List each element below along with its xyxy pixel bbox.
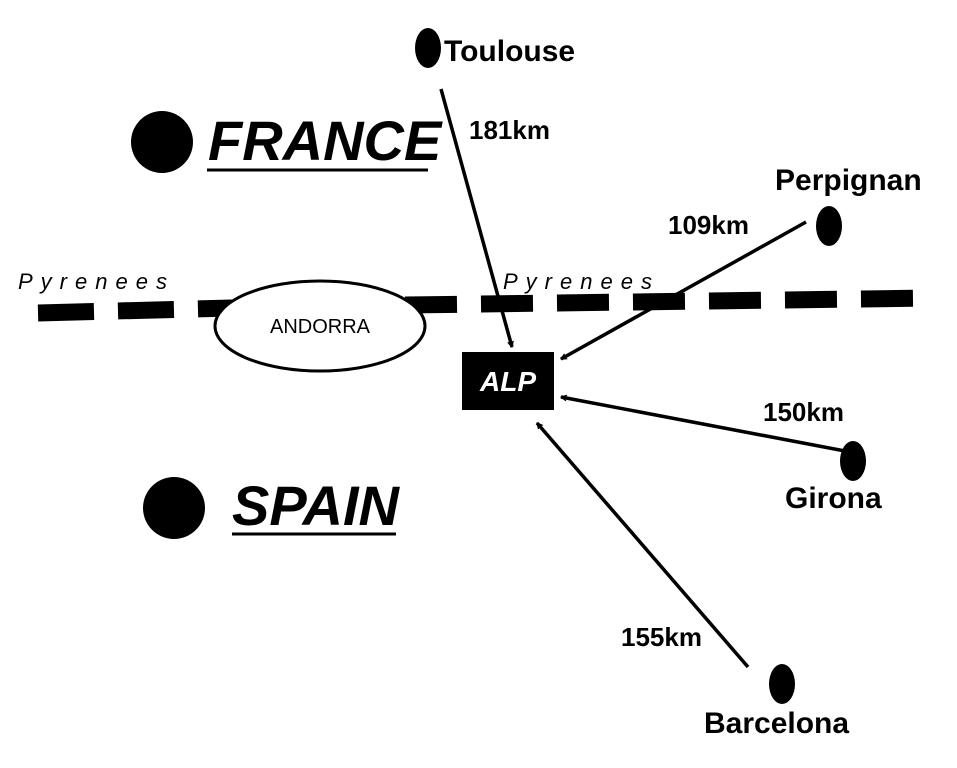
perpignan-dot-icon xyxy=(816,206,842,246)
spain-dot-icon xyxy=(143,477,205,539)
barcelona-label: Barcelona xyxy=(704,707,849,740)
girona-label: Girona xyxy=(785,482,882,515)
perpignan-route-arrow xyxy=(561,220,807,361)
girona-distance: 150km xyxy=(763,397,844,427)
barcelona-route-arrow xyxy=(535,421,750,669)
pyrenees-border xyxy=(37,289,937,322)
france-dot-icon xyxy=(131,111,193,173)
pyrenees-label-right: Pyrenees xyxy=(503,269,660,294)
perpignan-label: Perpignan xyxy=(775,164,922,197)
andorra-region xyxy=(213,279,427,373)
toulouse-distance: 181km xyxy=(469,115,550,145)
spain-label: SPAIN xyxy=(232,474,401,537)
toulouse-label: Toulouse xyxy=(444,35,575,68)
france-label: FRANCE xyxy=(208,109,443,172)
barcelona-distance: 155km xyxy=(621,622,702,652)
girona-dot-icon xyxy=(840,441,866,481)
perpignan-distance: 109km xyxy=(668,210,749,240)
pyrenees-label-left: Pyrenees xyxy=(18,269,175,294)
barcelona-dot-icon xyxy=(769,664,795,704)
girona-route-arrow xyxy=(561,397,846,453)
andorra-label: ANDORRA xyxy=(270,316,371,338)
alp-box xyxy=(462,352,554,410)
toulouse-route-arrow xyxy=(439,88,512,347)
alp-label: ALP xyxy=(479,366,536,397)
toulouse-dot-icon xyxy=(415,28,441,68)
